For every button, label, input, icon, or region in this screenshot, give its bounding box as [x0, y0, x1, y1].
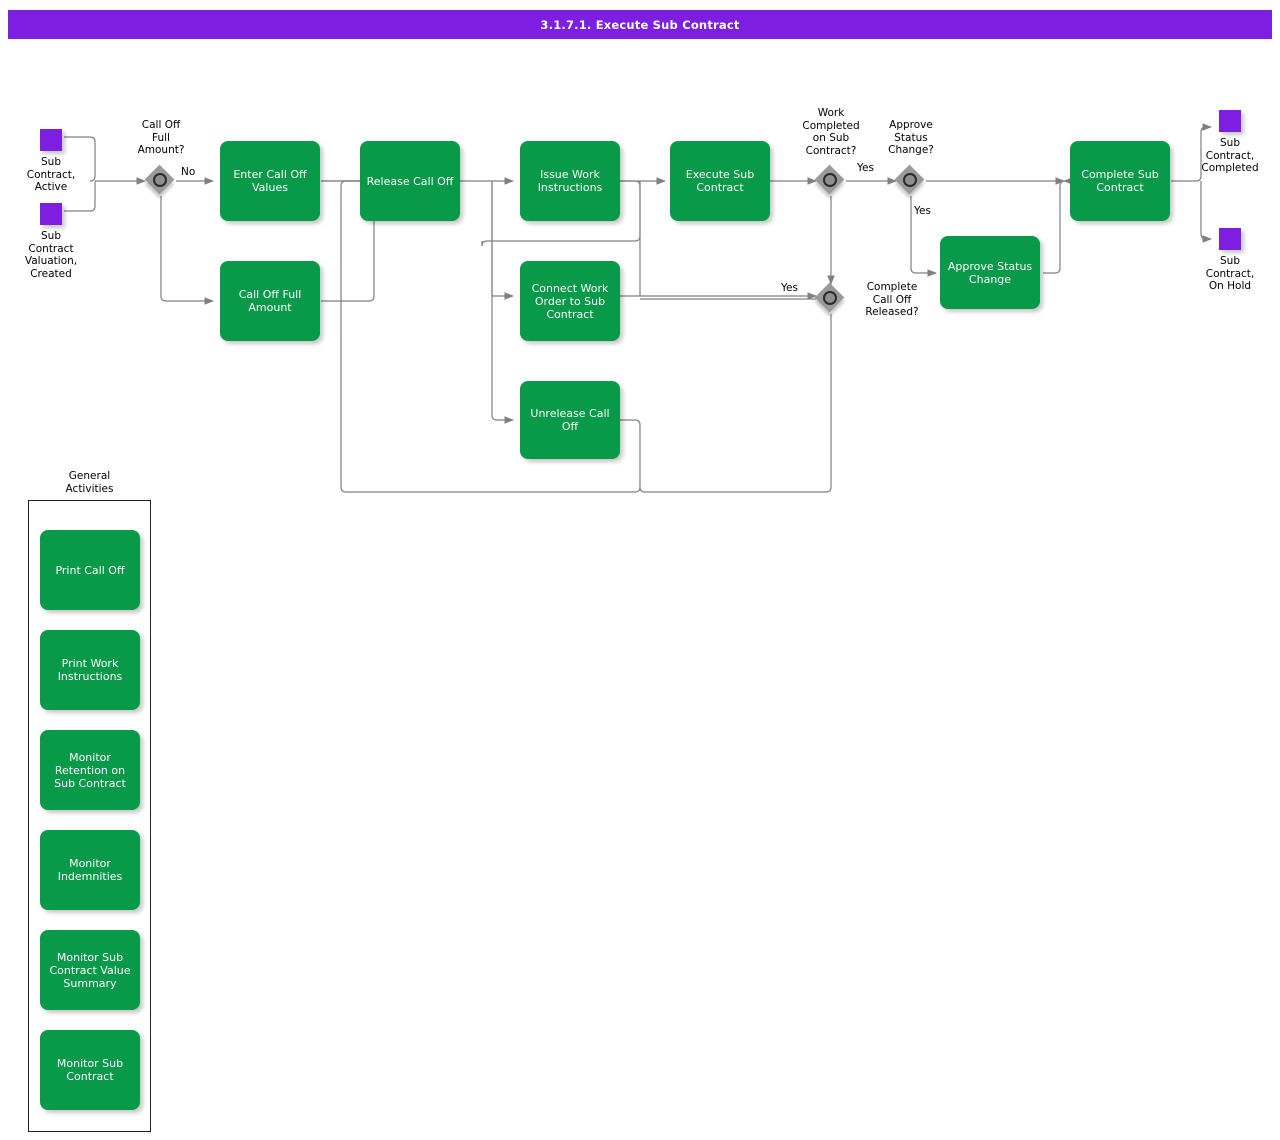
- gateway-complete-call-off-released-label: Complete Call Off Released?: [865, 281, 919, 318]
- task-call-off-full-amount[interactable]: Call Off Full Amount: [220, 261, 320, 341]
- flow-label-yes-approve-status: Yes: [914, 205, 931, 217]
- task-label: Connect Work Order to Sub Contract: [531, 281, 609, 321]
- task-label: Issue Work Instructions: [537, 168, 603, 194]
- task-connect-work-order-to-sub-contract[interactable]: Connect Work Order to Sub Contract: [520, 261, 620, 341]
- task-monitor-indemnities[interactable]: Monitor Indemnities: [40, 830, 140, 910]
- task-label: Execute Sub Contract: [685, 168, 755, 194]
- task-print-call-off[interactable]: Print Call Off: [40, 530, 140, 610]
- end-event-sub-contract-on-hold[interactable]: [1219, 228, 1241, 250]
- task-complete-sub-contract[interactable]: Complete Sub Contract: [1070, 141, 1170, 221]
- task-label: Monitor Sub Contract Value Summary: [49, 950, 131, 990]
- task-issue-work-instructions[interactable]: Issue Work Instructions: [520, 141, 620, 221]
- task-label: Enter Call Off Values: [233, 168, 307, 194]
- gateway-work-completed-label: Work Completed on Sub Contract?: [802, 107, 860, 157]
- task-label: Monitor Sub Contract: [56, 1057, 124, 1083]
- task-label: Complete Sub Contract: [1081, 168, 1159, 194]
- end-event-sub-contract-completed-label: Sub Contract, Completed: [1201, 137, 1259, 174]
- task-print-work-instructions[interactable]: Print Work Instructions: [40, 630, 140, 710]
- task-monitor-sub-contract-value-summary[interactable]: Monitor Sub Contract Value Summary: [40, 930, 140, 1010]
- end-event-sub-contract-on-hold-label: Sub Contract, On Hold: [1205, 255, 1255, 292]
- gateway-call-off-full-amount-label: Call Off Full Amount?: [137, 119, 185, 156]
- gateway-approve-status-change[interactable]: [894, 164, 926, 196]
- task-monitor-sub-contract[interactable]: Monitor Sub Contract: [40, 1030, 140, 1110]
- flow-label-yes-complete-call-off: Yes: [781, 282, 798, 294]
- gateway-call-off-full-amount[interactable]: [144, 164, 176, 196]
- task-label: Call Off Full Amount: [238, 288, 302, 314]
- flow-label-yes-work-completed: Yes: [857, 162, 874, 174]
- end-event-sub-contract-completed[interactable]: [1219, 110, 1241, 132]
- gateway-circle-icon: [822, 290, 837, 305]
- task-label: Monitor Retention on Sub Contract: [54, 750, 126, 790]
- gateway-work-completed-on-sub-contract[interactable]: [814, 164, 846, 196]
- gateway-approve-status-change-label: Approve Status Change?: [888, 119, 934, 156]
- task-release-call-off[interactable]: Release Call Off: [360, 141, 460, 221]
- page-title: 3.1.7.1. Execute Sub Contract: [8, 10, 1272, 39]
- task-label: Print Work Instructions: [57, 657, 123, 683]
- task-approve-status-change[interactable]: Approve Status Change: [940, 236, 1040, 309]
- start-event-sub-contract-valuation-created[interactable]: [40, 203, 62, 225]
- task-label: Release Call Off: [366, 174, 454, 188]
- general-activities-title: General Activities: [65, 470, 114, 495]
- gateway-circle-icon: [902, 172, 917, 187]
- start-event-sub-contract-active[interactable]: [40, 129, 62, 151]
- gateway-circle-icon: [152, 172, 167, 187]
- task-label: Print Call Off: [55, 563, 125, 577]
- task-label: Approve Status Change: [947, 259, 1033, 286]
- start-event-sub-contract-valuation-created-label: Sub Contract Valuation, Created: [24, 230, 78, 280]
- gateway-complete-call-off-released[interactable]: [814, 282, 846, 314]
- start-event-sub-contract-active-label: Sub Contract, Active: [26, 156, 76, 193]
- task-label: Unrelease Call Off: [530, 407, 610, 433]
- task-monitor-retention-on-sub-contract[interactable]: Monitor Retention on Sub Contract: [40, 730, 140, 810]
- task-unrelease-call-off[interactable]: Unrelease Call Off: [520, 381, 620, 459]
- gateway-circle-icon: [822, 172, 837, 187]
- task-label: Monitor Indemnities: [57, 857, 123, 883]
- task-execute-sub-contract[interactable]: Execute Sub Contract: [670, 141, 770, 221]
- flow-label-no: No: [181, 166, 196, 178]
- task-enter-call-off-values[interactable]: Enter Call Off Values: [220, 141, 320, 221]
